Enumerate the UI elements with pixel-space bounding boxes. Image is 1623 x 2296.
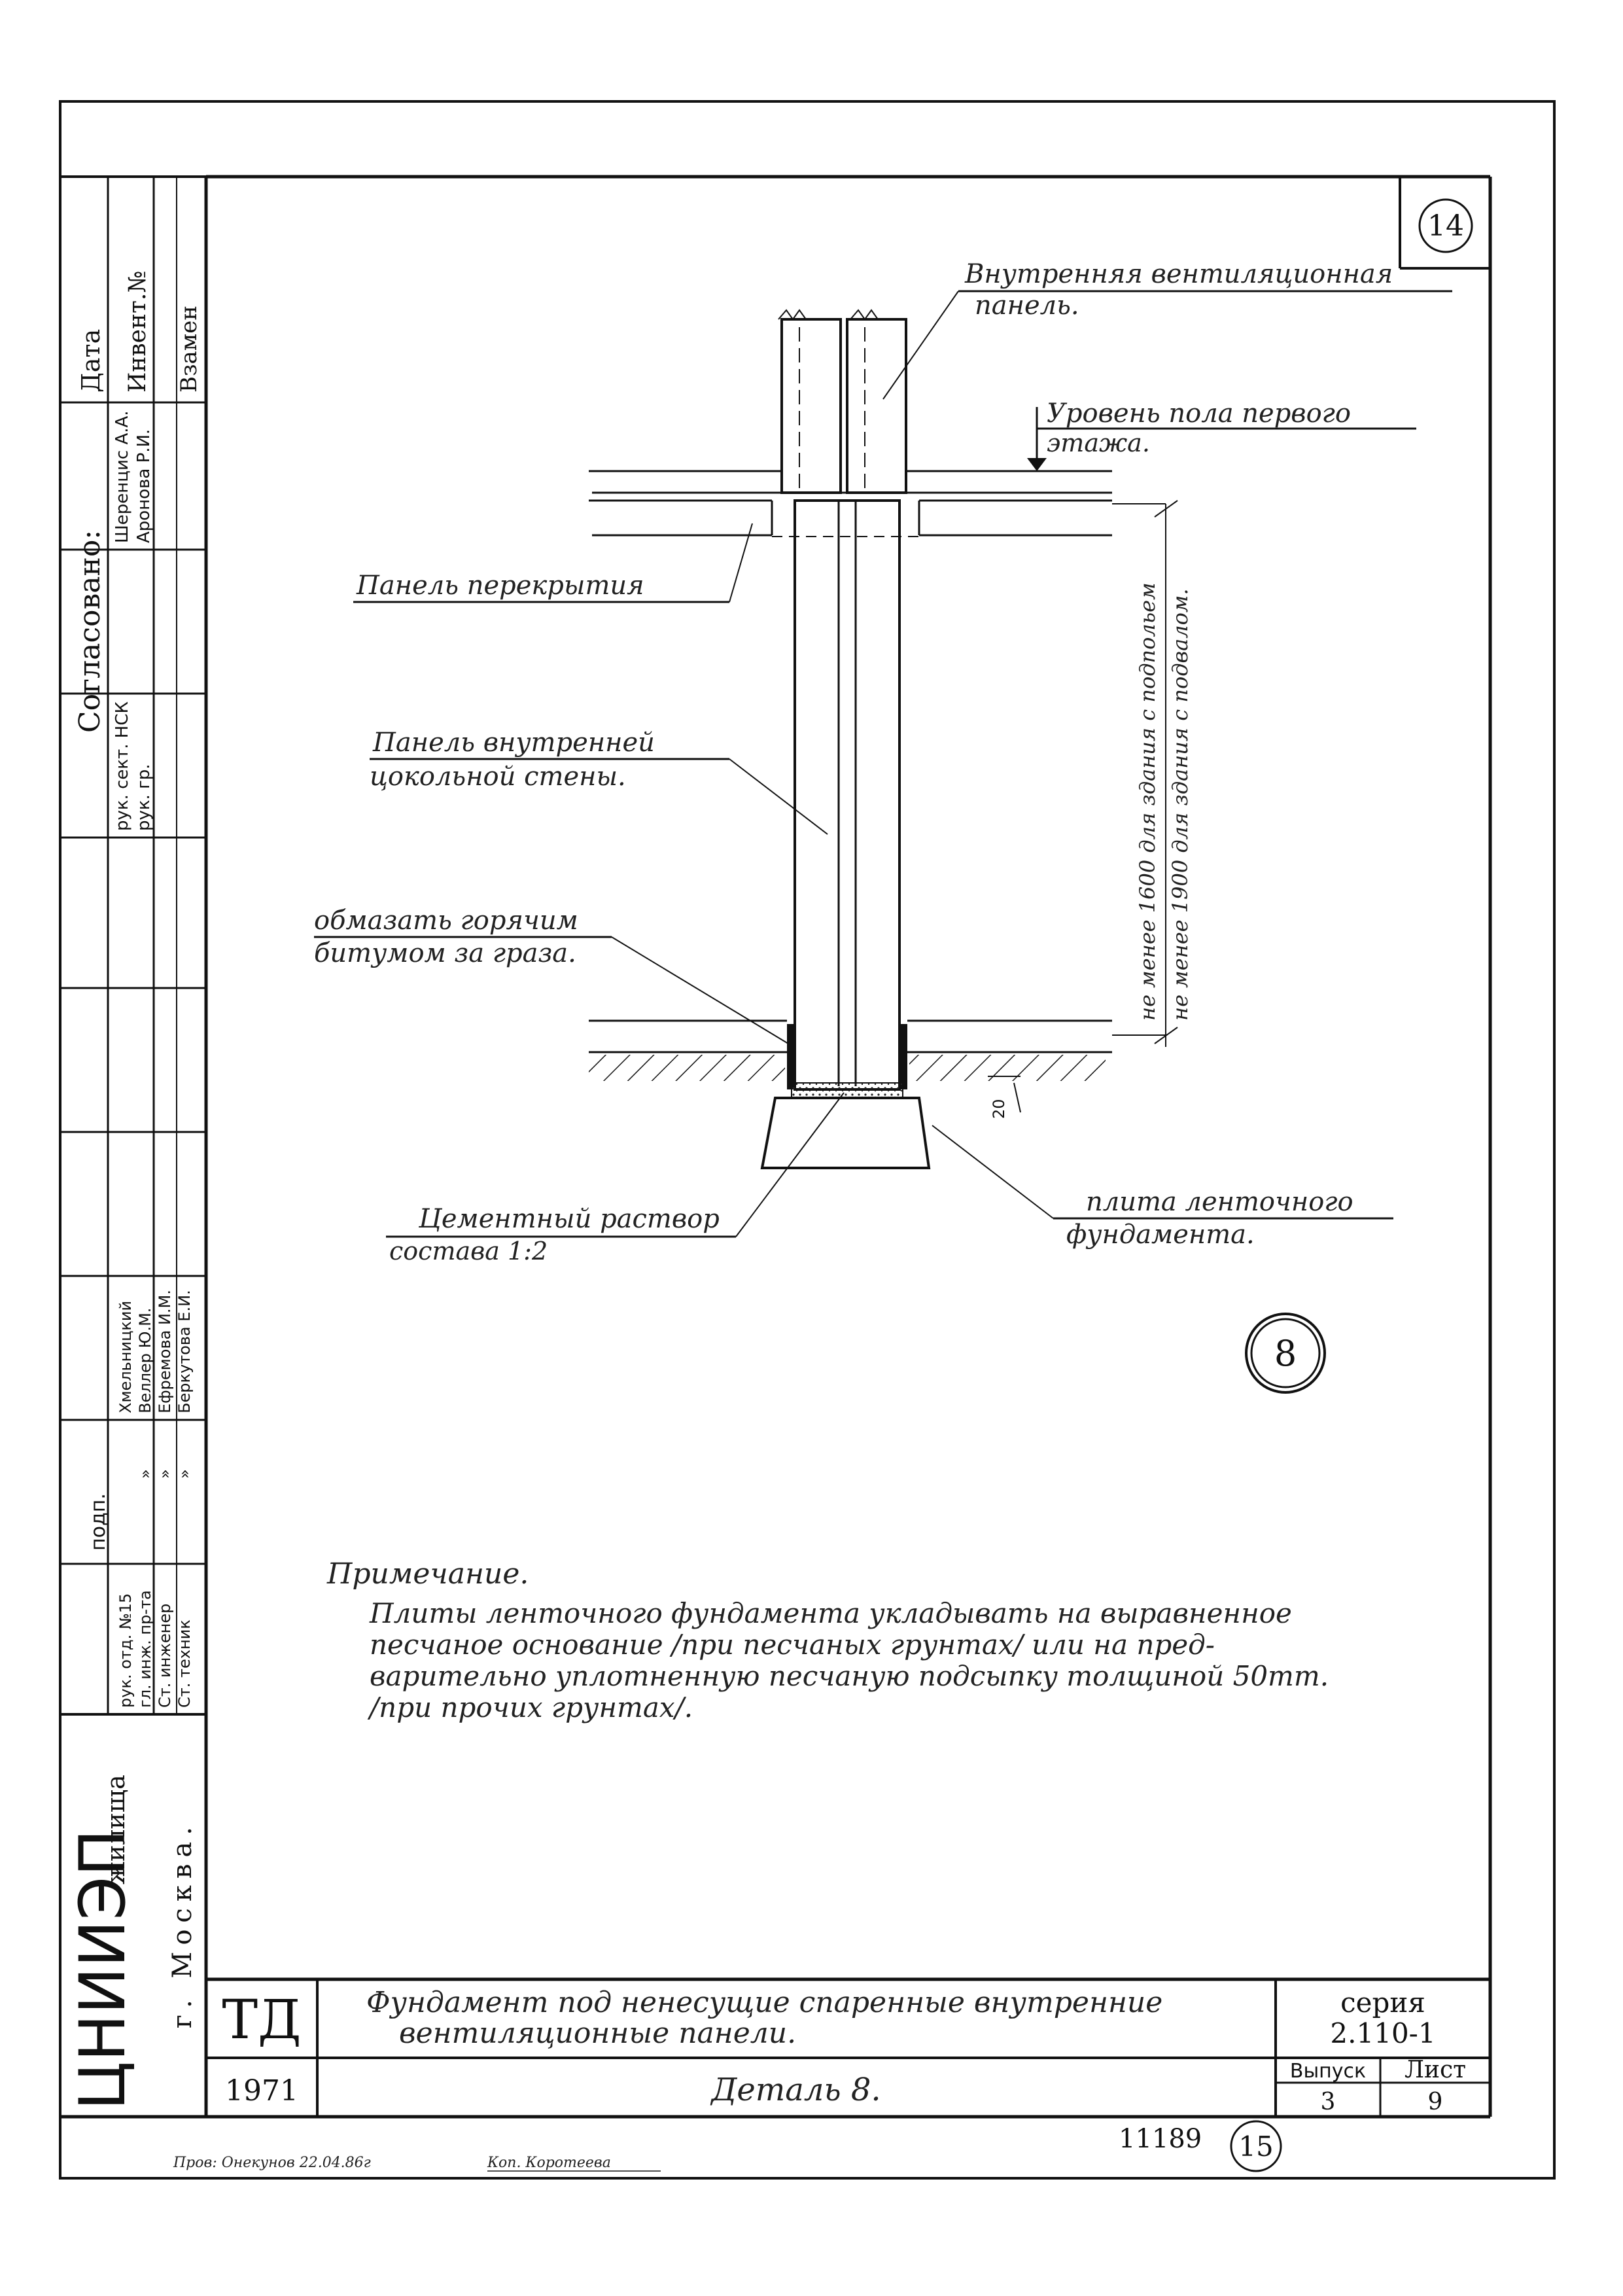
stamp-name-4: Беркутова Е.И.	[175, 1290, 194, 1413]
dim-underfloor-label: не менее 1600 для здания с подпольем	[1135, 582, 1160, 1021]
stamp-replace: Взамен	[176, 306, 202, 393]
foundation-detail-drawing: не менее 1600 для здания с подпольем не …	[314, 259, 1452, 1265]
check-note: Пров: Онекунов 22.04.86г	[173, 2155, 371, 2171]
strip-slab-label-1: плита ленточного	[1086, 1187, 1353, 1217]
wall-panel-label-1: Панель внутренней	[372, 728, 655, 758]
note-line-2: песчаное основание /при песчаных грунтах…	[370, 1629, 1215, 1661]
issue-value: 3	[1321, 2089, 1336, 2115]
stamp-name-1: Хмельницкий	[116, 1301, 135, 1413]
floor-slabs	[589, 470, 1112, 537]
stamp-pos-4: Ст. техник	[175, 1619, 194, 1708]
bitumen-callout: обмазать горячим битумом за граза.	[314, 906, 789, 1044]
mortar-callout: Цементный раствор состава 1:2	[386, 1092, 845, 1265]
basement-wall-panels	[787, 499, 907, 1098]
strip-slab-label-2: фундамента.	[1066, 1220, 1255, 1250]
copy-note: Коп. Коротеева	[487, 2155, 611, 2171]
ground-hatching	[589, 1019, 1112, 1081]
stamp-org-name: ЦНИИЭП	[66, 1829, 139, 2110]
floor-level-label-1: Уровень пола первого	[1047, 398, 1351, 429]
vent-panels	[778, 309, 907, 494]
detail-number: 8	[1274, 1333, 1297, 1374]
floor-level-label-2: этажа.	[1047, 429, 1150, 457]
footer: 11189 15 Пров: Онекунов 22.04.86г Коп. К…	[173, 2120, 1282, 2172]
title-block: ТД 1971 Фундамент под ненесущие спаренны…	[206, 1977, 1490, 2117]
mortar-label-2: состава 1:2	[389, 1237, 548, 1265]
stamp-date: Дата	[77, 329, 105, 393]
bitumen-label-2: битумом за граза.	[314, 938, 576, 968]
title-line-2: вентиляционные панели.	[399, 2017, 796, 2050]
detail-number-marker: 8	[1245, 1313, 1326, 1394]
outer-frame	[59, 100, 1556, 2180]
stamp-agreed-name-1: Шеренцис А.А.	[113, 410, 132, 543]
title-year: 1971	[225, 2074, 298, 2108]
stamp-sign-2: »	[136, 1469, 154, 1479]
stamp-pos-3: Ст. инженер	[156, 1604, 174, 1708]
stamp-pos-2: гл. инж. пр-та	[136, 1590, 154, 1708]
strip-slab-callout: плита ленточного фундамента.	[932, 1125, 1393, 1250]
wall-panel-callout: Панель внутренней цокольной стены.	[370, 728, 828, 835]
series-label: серия	[1340, 1987, 1425, 2019]
stamp-agreed: Согласовано:	[73, 530, 107, 733]
series-value: 2.110-1	[1330, 2017, 1435, 2049]
issue-label: Выпуск	[1290, 2060, 1366, 2083]
note-line-4: /при прочих грунтах/.	[367, 1691, 693, 1723]
title-detail: Деталь 8.	[710, 2072, 881, 2108]
inner-frame	[60, 175, 1492, 2119]
sheet-value: 9	[1428, 2089, 1443, 2115]
dim-20-label: 20	[990, 1099, 1008, 1119]
stamp-sign-col: подп.	[87, 1493, 110, 1551]
note-line-1: Плиты ленточного фундамента укладывать н…	[369, 1597, 1292, 1629]
vent-panel-label-1: Внутренняя вентиляционная	[964, 259, 1393, 289]
sheet-label: Лист	[1405, 2057, 1466, 2083]
stamp-agreed-name-2: Аронова Р.И.	[134, 429, 154, 543]
stamp-name-2: Веллер Ю.М.	[136, 1308, 154, 1413]
wall-panel-label-2: цокольной стены.	[370, 762, 626, 792]
sheet-mark: 14	[1399, 177, 1490, 270]
stamp-agreed-pos-2: рук. гр.	[134, 764, 154, 831]
page-circle-number: 15	[1238, 2130, 1273, 2163]
note-block: Примечание. Плиты ленточного фундамента …	[326, 1557, 1329, 1723]
stamp-org-sub: жилища	[101, 1775, 130, 1884]
dim-basement-label: не менее 1900 для здания с подвалом.	[1168, 588, 1193, 1021]
title-line-1: Фундамент под ненесущие спаренные внутре…	[366, 1986, 1162, 2019]
archive-number: 11189	[1119, 2124, 1202, 2154]
stamp-agreed-pos-1: рук. сект. НСК	[113, 701, 132, 831]
stamp-pos-1: рук. отд. №15	[116, 1593, 135, 1708]
sheet-mark-number: 14	[1427, 209, 1464, 243]
height-dimension: не менее 1600 для здания с подпольем не …	[1112, 500, 1193, 1047]
vent-panel-callout: Внутренняя вентиляционная панель.	[882, 259, 1452, 400]
title-code: ТД	[222, 1989, 301, 2051]
note-title: Примечание.	[326, 1557, 529, 1591]
stamp-sign-4: »	[175, 1469, 194, 1479]
stamp-org-city: г. Москва.	[167, 1820, 198, 2028]
stamp-sign-3: »	[156, 1469, 174, 1479]
stamp-name-3: Ефремова И.М.	[156, 1290, 174, 1413]
vent-panel-label-2: панель.	[975, 291, 1079, 321]
bitumen-label-1: обмазать горячим	[314, 906, 578, 936]
dim-20: 20	[988, 1076, 1021, 1119]
side-stamp: Согласовано: Дата Инвент.№ Взамен рук. с…	[60, 175, 206, 2110]
note-line-3: варительно уплотненную песчаную подсыпку…	[370, 1660, 1329, 1692]
floor-level-marker: Уровень пола первого этажа.	[1027, 398, 1416, 471]
strip-footing	[760, 1097, 931, 1169]
mortar-label-1: Цементный раствор	[418, 1204, 720, 1234]
slab-callout: Панель перекрытия	[353, 523, 753, 603]
stamp-inv-no: Инвент.№	[124, 271, 151, 393]
slab-label: Панель перекрытия	[356, 571, 644, 601]
